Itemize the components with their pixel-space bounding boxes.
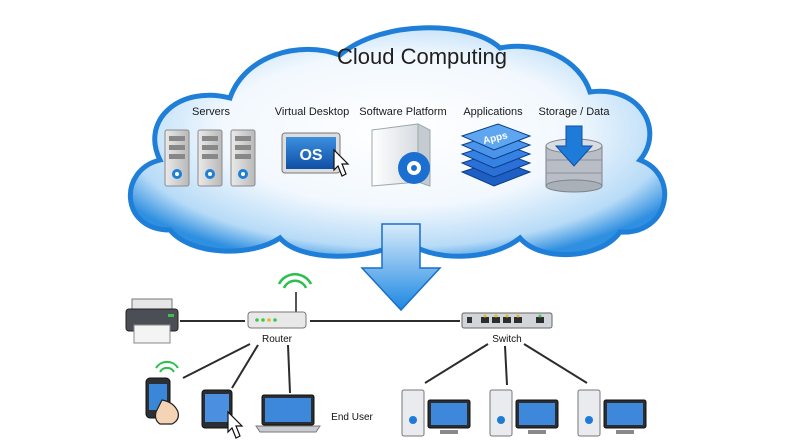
switch-label: Switch	[492, 334, 521, 345]
os-screen-text: OS	[299, 147, 322, 164]
software-disc-icon	[371, 123, 431, 187]
network-switch-icon	[461, 312, 553, 329]
router-label: Router	[262, 334, 293, 345]
smartphone-icon	[145, 377, 179, 425]
printer-icon	[125, 298, 179, 344]
end-user-label: End User	[331, 412, 373, 423]
network-links	[180, 320, 588, 394]
os-screen-icon: OS	[281, 132, 350, 177]
storage-database-icon	[545, 125, 603, 193]
service-label-servers: Servers	[192, 106, 230, 118]
desktop-pc-icon	[577, 389, 647, 437]
cloud-title: Cloud Computing	[337, 44, 507, 69]
laptop-icon	[255, 394, 321, 433]
wifi-signal-icon	[277, 273, 313, 289]
cloud-down-arrow-icon	[360, 223, 442, 312]
server-rack-icon	[164, 129, 256, 187]
service-label-applications: Applications	[463, 106, 523, 118]
apps-stack-icon: Apps	[460, 123, 532, 187]
service-label-storage-data: Storage / Data	[539, 106, 611, 118]
desktop-pc-icon	[401, 389, 471, 437]
router-icon	[247, 292, 307, 329]
service-label-software-platform: Software Platform	[359, 106, 446, 118]
tablet-icon	[201, 389, 244, 439]
phone-wifi-icon	[155, 361, 179, 373]
desktop-pc-icon	[489, 389, 559, 437]
service-label-virtual-desktop: Virtual Desktop	[275, 106, 349, 118]
